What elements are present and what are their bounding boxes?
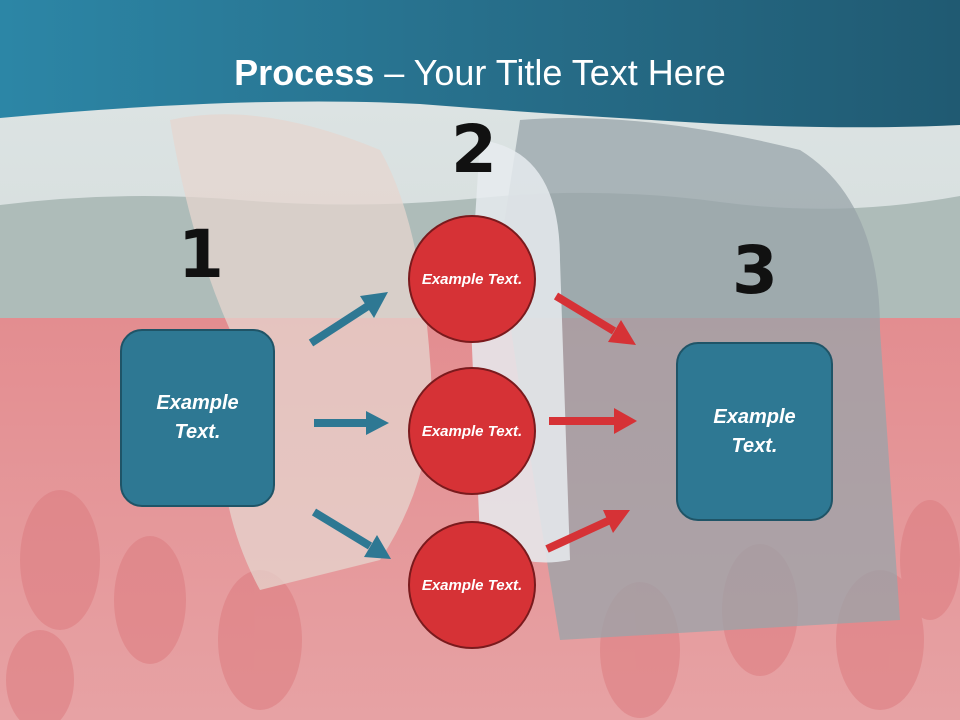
circle-middle-label: Example Text. bbox=[421, 422, 523, 440]
title-rest-part: – Your Title Text Here bbox=[374, 52, 726, 93]
circle-top-label: Example Text. bbox=[421, 270, 523, 288]
process-circle-top: Example Text. bbox=[408, 215, 536, 343]
step-number-2: 2 bbox=[451, 111, 497, 188]
title-bold-part: Process bbox=[234, 52, 375, 93]
arrow-bottom-to-right bbox=[545, 510, 630, 553]
left-process-box: Example Text. bbox=[120, 329, 275, 507]
arrow-left-to-middle bbox=[314, 411, 389, 435]
step-number-3: 3 bbox=[732, 232, 778, 309]
arrow-middle-to-right bbox=[549, 408, 637, 434]
left-box-label: Example Text. bbox=[156, 392, 239, 443]
circle-bottom-label: Example Text. bbox=[421, 576, 523, 594]
arrow-left-to-top bbox=[308, 292, 388, 347]
process-circle-bottom: Example Text. bbox=[408, 521, 536, 649]
arrow-left-to-bottom bbox=[311, 508, 391, 559]
process-circle-middle: Example Text. bbox=[408, 367, 536, 495]
right-process-box: Example Text. bbox=[676, 342, 833, 521]
arrow-top-to-right bbox=[553, 292, 636, 345]
right-box-label: Example Text. bbox=[713, 405, 796, 457]
step-number-1: 1 bbox=[178, 216, 224, 293]
slide-title: Process – Your Title Text Here bbox=[0, 52, 960, 94]
